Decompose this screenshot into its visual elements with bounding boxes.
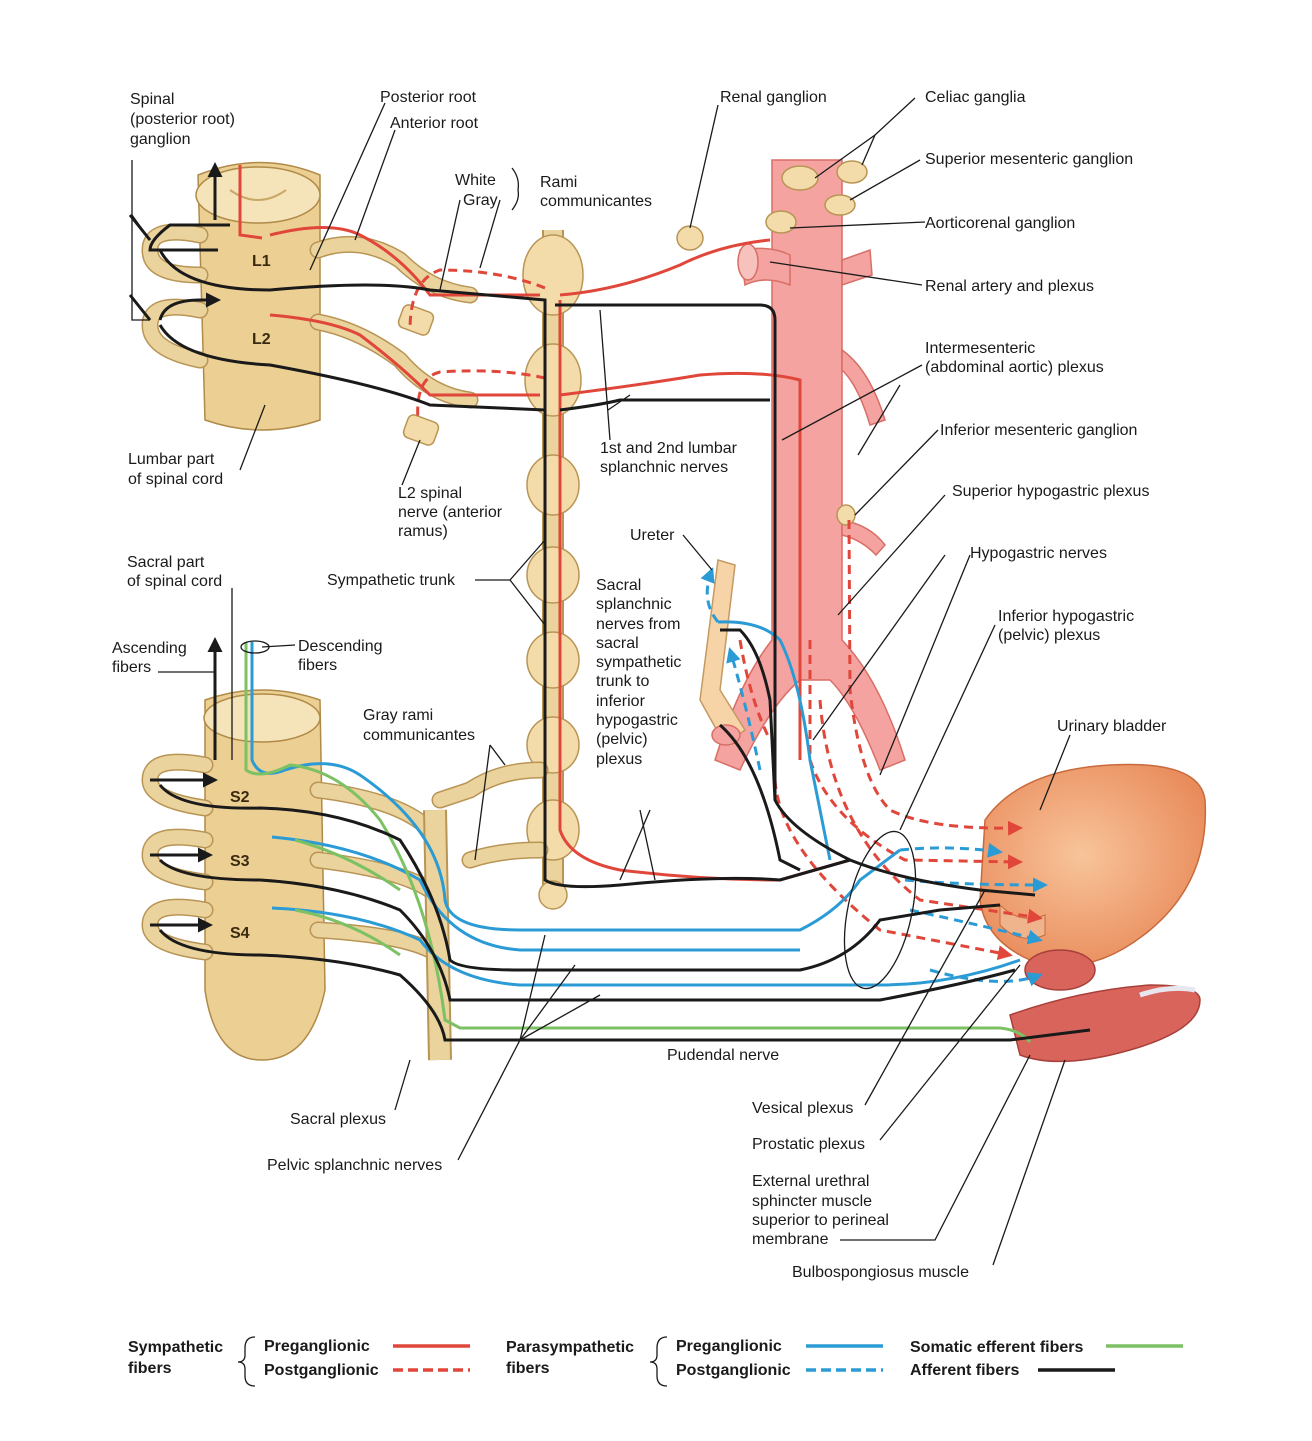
label-pelvic-splanchnic: Pelvic splanchnic nerves <box>267 1157 442 1174</box>
legend-parasympathetic-1: Parasympathetic <box>506 1339 634 1356</box>
label-ureter: Ureter <box>630 527 675 544</box>
label-spinal-ganglion-1: Spinal <box>130 91 174 108</box>
label-l2-spinal-3: ramus) <box>398 523 448 540</box>
legend-symp-pre: Preganglionic <box>264 1338 370 1355</box>
label-intermesenteric-2: (abdominal aortic) plexus <box>925 359 1104 376</box>
legend: Sympathetic fibers Preganglionic Postgan… <box>128 1336 1183 1387</box>
label-aorticorenal-ganglion: Aorticorenal ganglion <box>925 215 1075 232</box>
label-sacral-splanchnic-6: inferior <box>596 693 646 710</box>
sympathetic-trunk <box>431 230 584 910</box>
labels: Spinal (posterior root) ganglion Posteri… <box>112 89 1167 1281</box>
label-white: White <box>455 172 496 189</box>
label-inferior-hypogastric-1: Inferior hypogastric <box>998 608 1134 625</box>
label-sacral-splanchnic-2: nerves from <box>596 616 680 633</box>
label-lumbar-part-2: of spinal cord <box>128 471 223 488</box>
label-sympathetic-trunk: Sympathetic trunk <box>327 572 456 589</box>
label-sacral-splanchnic-5: trunk to <box>596 673 649 690</box>
label-descending-1: Descending <box>298 638 383 655</box>
label-ext-sphincter-4: membrane <box>752 1231 829 1248</box>
label-sacral-splanchnic-4: sympathetic <box>596 654 681 671</box>
label-superior-hypogastric: Superior hypogastric plexus <box>952 483 1149 500</box>
segment-l2: L2 <box>252 331 271 348</box>
parasympathetic-preganglionic-fibers <box>250 620 1021 987</box>
label-sacral-part-2: of spinal cord <box>127 573 222 590</box>
label-renal-ganglion: Renal ganglion <box>720 89 827 106</box>
segment-s2: S2 <box>230 789 250 806</box>
label-descending-2: fibers <box>298 657 337 674</box>
segment-s4: S4 <box>230 925 250 942</box>
label-anterior-root: Anterior root <box>390 115 479 132</box>
label-vesical-plexus: Vesical plexus <box>752 1100 853 1117</box>
label-ascending-1: Ascending <box>112 640 187 657</box>
legend-sympathetic-1: Sympathetic <box>128 1339 223 1356</box>
label-spinal-ganglion-3: ganglion <box>130 131 191 148</box>
label-spinal-ganglion-2: (posterior root) <box>130 111 235 128</box>
label-sacral-splanchnic-3: sacral <box>596 635 639 652</box>
label-sacral-splanchnic-7: hypogastric <box>596 712 678 729</box>
legend-parasympathetic-2: fibers <box>506 1360 550 1377</box>
label-sacral-splanchnic-1: splanchnic <box>596 596 672 613</box>
label-gray: Gray <box>463 192 498 209</box>
label-hypogastric-nerves: Hypogastric nerves <box>970 545 1107 562</box>
label-sacral-part-1: Sacral part <box>127 554 205 571</box>
label-sacral-plexus: Sacral plexus <box>290 1111 386 1128</box>
label-inferior-hypogastric-2: (pelvic) plexus <box>998 627 1100 644</box>
label-l2-spinal-2: nerve (anterior <box>398 504 503 521</box>
label-rami-1: Rami <box>540 174 577 191</box>
segment-labels: L1 L2 S2 S3 S4 <box>230 253 271 942</box>
lumbar-spinal-cord <box>141 161 479 446</box>
legend-somatic: Somatic efferent fibers <box>910 1339 1083 1356</box>
label-ext-sphincter-3: superior to perineal <box>752 1212 889 1229</box>
label-rami-2: communicantes <box>540 193 652 210</box>
afferent-fibers <box>128 162 1091 1042</box>
label-ascending-2: fibers <box>112 659 151 676</box>
label-intermesenteric-1: Intermesenteric <box>925 340 1035 357</box>
label-bulbospongiosus: Bulbospongiosus muscle <box>792 1264 969 1281</box>
legend-sympathetic-2: fibers <box>128 1360 172 1377</box>
label-renal-artery: Renal artery and plexus <box>925 278 1094 295</box>
leader-lines <box>131 97 1071 1266</box>
label-l2-spinal-1: L2 spinal <box>398 485 462 502</box>
label-ext-sphincter-2: sphincter muscle <box>752 1193 872 1210</box>
label-urinary-bladder: Urinary bladder <box>1057 718 1167 735</box>
inferior-hypogastric-plexus-outline <box>843 830 917 990</box>
label-lumbar-part-1: Lumbar part <box>128 451 215 468</box>
label-celiac-ganglia: Celiac ganglia <box>925 89 1026 106</box>
label-pudendal-nerve: Pudendal nerve <box>667 1047 779 1064</box>
legend-symp-post: Postganglionic <box>264 1362 379 1379</box>
label-lumbar-splanchnic-2: splanchnic nerves <box>600 459 728 476</box>
label-gray-rami-1: Gray rami <box>363 707 433 724</box>
legend-para-post: Postganglionic <box>676 1362 791 1379</box>
label-sacral-splanchnic-9: plexus <box>596 751 642 768</box>
legend-para-pre: Preganglionic <box>676 1338 782 1355</box>
sacral-spinal-cord <box>141 689 452 1061</box>
label-gray-rami-2: communicantes <box>363 727 475 744</box>
label-inferior-mesenteric-ganglion: Inferior mesenteric ganglion <box>940 422 1137 439</box>
label-prostatic-plexus: Prostatic plexus <box>752 1136 865 1153</box>
label-superior-mesenteric-ganglion: Superior mesenteric ganglion <box>925 151 1133 168</box>
label-posterior-root: Posterior root <box>380 89 477 106</box>
label-sacral-splanchnic-0: Sacral <box>596 577 641 594</box>
segment-l1: L1 <box>252 253 271 270</box>
prevertebral-ganglia <box>676 160 868 526</box>
aorta-and-vessels <box>699 159 906 771</box>
label-sacral-splanchnic-8: (pelvic) <box>596 731 648 748</box>
legend-afferent: Afferent fibers <box>910 1362 1019 1379</box>
segment-s3: S3 <box>230 853 250 870</box>
label-ext-sphincter-1: External urethral <box>752 1173 869 1190</box>
label-lumbar-splanchnic-1: 1st and 2nd lumbar <box>600 440 738 457</box>
urinary-bladder-and-sphincters <box>979 763 1207 1063</box>
